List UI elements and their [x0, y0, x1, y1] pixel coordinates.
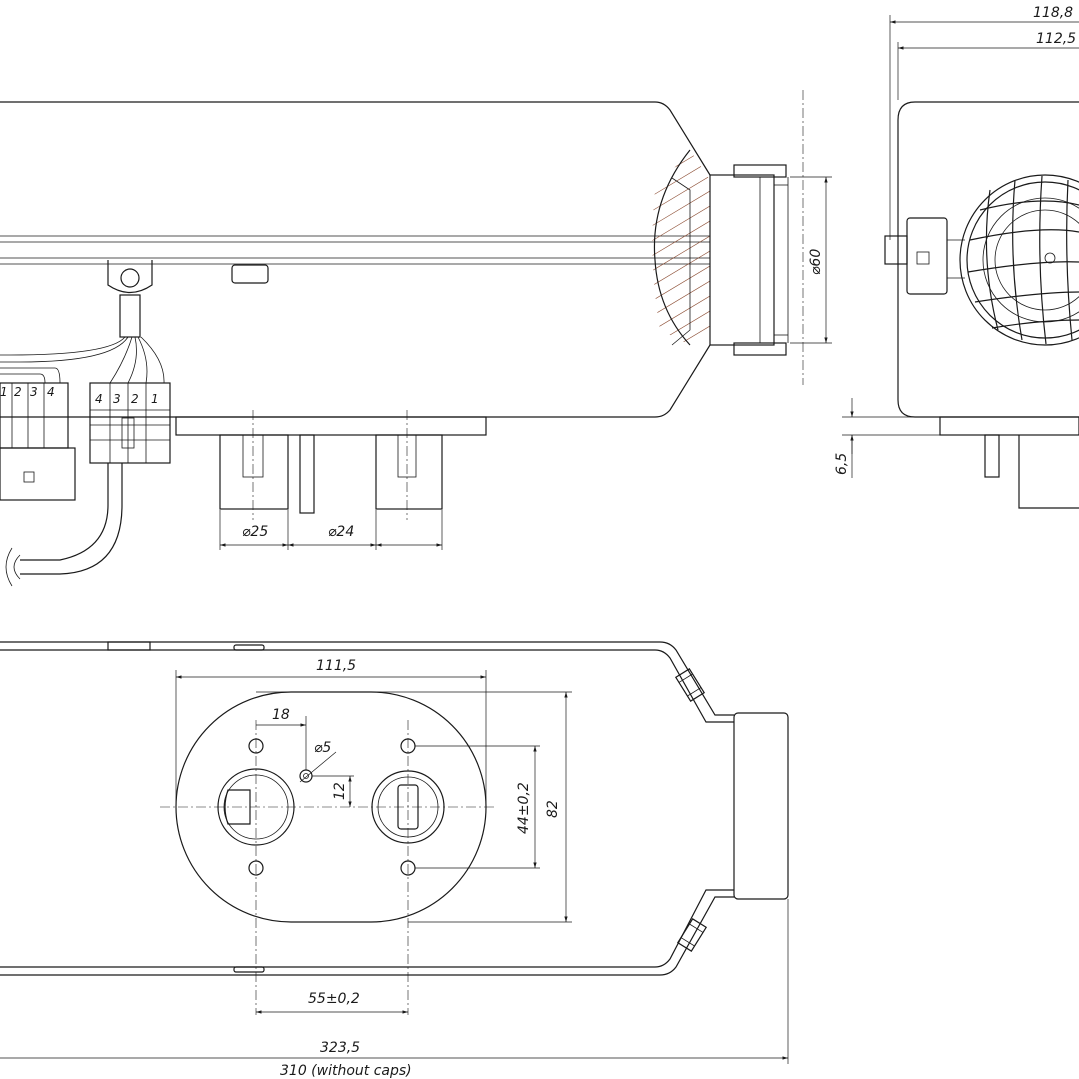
pin-label: 3: [30, 385, 38, 399]
width-front-view-label: 118,8: [1033, 5, 1073, 21]
front-view: [884, 101, 1079, 509]
pipe-diameter-1-label: ⌀25: [242, 524, 268, 540]
pin-label: 1: [151, 392, 159, 406]
pin-label: 2: [131, 392, 139, 406]
flange-offset-label: 6,5: [834, 453, 850, 475]
hole-spacing-vertical-label: 44±0,2: [516, 782, 532, 834]
small-hole-offset-label: 12: [332, 782, 348, 800]
bottom-view: [0, 641, 789, 1015]
flange-width-label: 111,5: [316, 658, 356, 674]
grille-mesh: [967, 175, 1079, 345]
bottom-dimensions: 111,5 18 ⌀5 12 44±0,2 82 55±0,2 323,5 31…: [0, 658, 789, 1079]
pin-label: 1: [0, 385, 8, 399]
inlet-diameter-label: ⌀60: [808, 249, 824, 275]
hole-offset-label: 18: [272, 707, 290, 723]
pin-label: 3: [113, 392, 121, 406]
dome-hatch: [652, 150, 710, 345]
pipe-diameter-2-label: ⌀24: [328, 524, 354, 540]
hole-spacing-horizontal-label: 55±0,2: [308, 991, 360, 1007]
length-without-caps-label: 310 (without caps): [280, 1063, 412, 1079]
front-dimensions: 118,8 112,5 6,5: [834, 5, 1079, 478]
total-length-label: 323,5: [320, 1040, 360, 1056]
flange-height-label: 82: [545, 800, 561, 818]
width-front-body-label: 112,5: [1036, 31, 1076, 47]
small-hole-diameter-label: ⌀5: [314, 740, 331, 756]
side-dimensions: ⌀25 ⌀24 ⌀60: [219, 90, 832, 550]
pin-label: 4: [47, 385, 55, 399]
side-view: 4 3 2 1 1 2 3 4: [0, 101, 789, 587]
pin-label: 4: [95, 392, 103, 406]
pin-label: 2: [14, 385, 22, 399]
